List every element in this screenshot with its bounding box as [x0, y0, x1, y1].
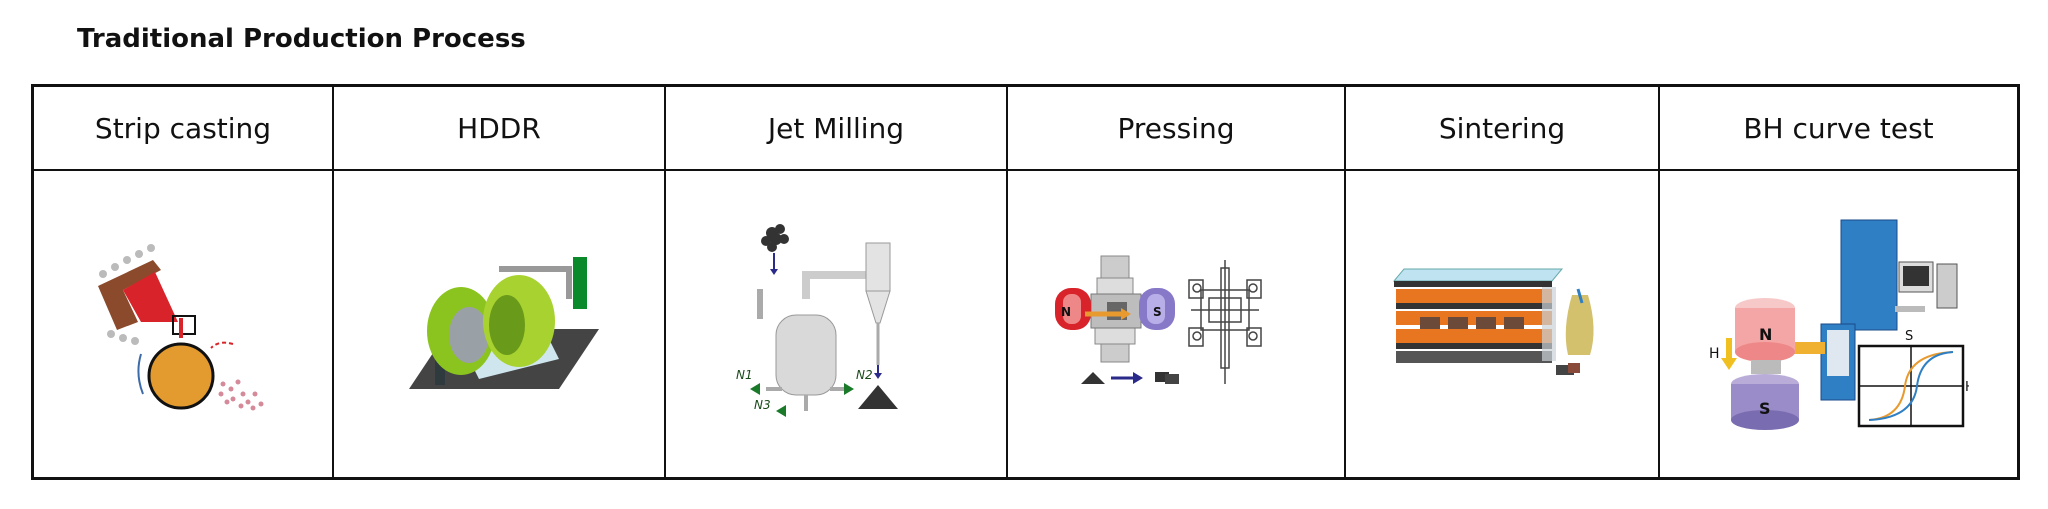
- bh-tester-icon: N S H S H: [1709, 219, 1969, 430]
- step-label: Strip casting: [34, 87, 332, 171]
- step-strip-casting: Strip casting: [34, 87, 334, 477]
- process-table: Strip casting: [31, 84, 2020, 480]
- hddr-illustration: [334, 171, 664, 477]
- sintering-furnace-icon: [1392, 268, 1594, 375]
- sintering-illustration: [1346, 171, 1658, 477]
- bh-arrow-label-h: H: [1709, 346, 1720, 362]
- pressing-label-n: N: [1061, 305, 1071, 319]
- pressing-illustration: N S: [1008, 171, 1344, 477]
- jet-label-n2: N2: [856, 368, 873, 382]
- step-label: Pressing: [1008, 87, 1344, 171]
- bh-magnet-label-n: N: [1759, 325, 1772, 344]
- strip-casting-illustration: [34, 171, 332, 477]
- bh-curve-illustration: N S H S H: [1660, 171, 2017, 477]
- bh-magnet-label-s: S: [1759, 399, 1771, 418]
- step-sintering: Sintering: [1346, 87, 1660, 477]
- step-pressing: Pressing N S: [1008, 87, 1346, 477]
- step-label: BH curve test: [1660, 87, 2017, 171]
- jet-milling-illustration: N1 N2 N3: [666, 171, 1006, 477]
- press-icon: N S: [1055, 255, 1262, 384]
- bh-axis-label-s: S: [1905, 329, 1913, 344]
- jet-mill-icon: N1 N2 N3: [736, 224, 898, 417]
- step-jet-milling: Jet Milling: [666, 87, 1008, 477]
- step-hddr: HDDR: [334, 87, 666, 477]
- bh-axis-label-h: H: [1965, 380, 1969, 395]
- step-bh-curve-test: BH curve test N S: [1660, 87, 2017, 477]
- step-label: Sintering: [1346, 87, 1658, 171]
- jet-label-n3: N3: [754, 398, 771, 412]
- pressing-label-s: S: [1153, 305, 1162, 319]
- step-label: Jet Milling: [666, 87, 1006, 171]
- step-label: HDDR: [334, 87, 664, 171]
- jet-label-n1: N1: [736, 368, 753, 382]
- hddr-furnace-icon: [409, 257, 599, 389]
- diagram-title: Traditional Production Process: [77, 24, 526, 54]
- strip-casting-icon: [98, 244, 264, 411]
